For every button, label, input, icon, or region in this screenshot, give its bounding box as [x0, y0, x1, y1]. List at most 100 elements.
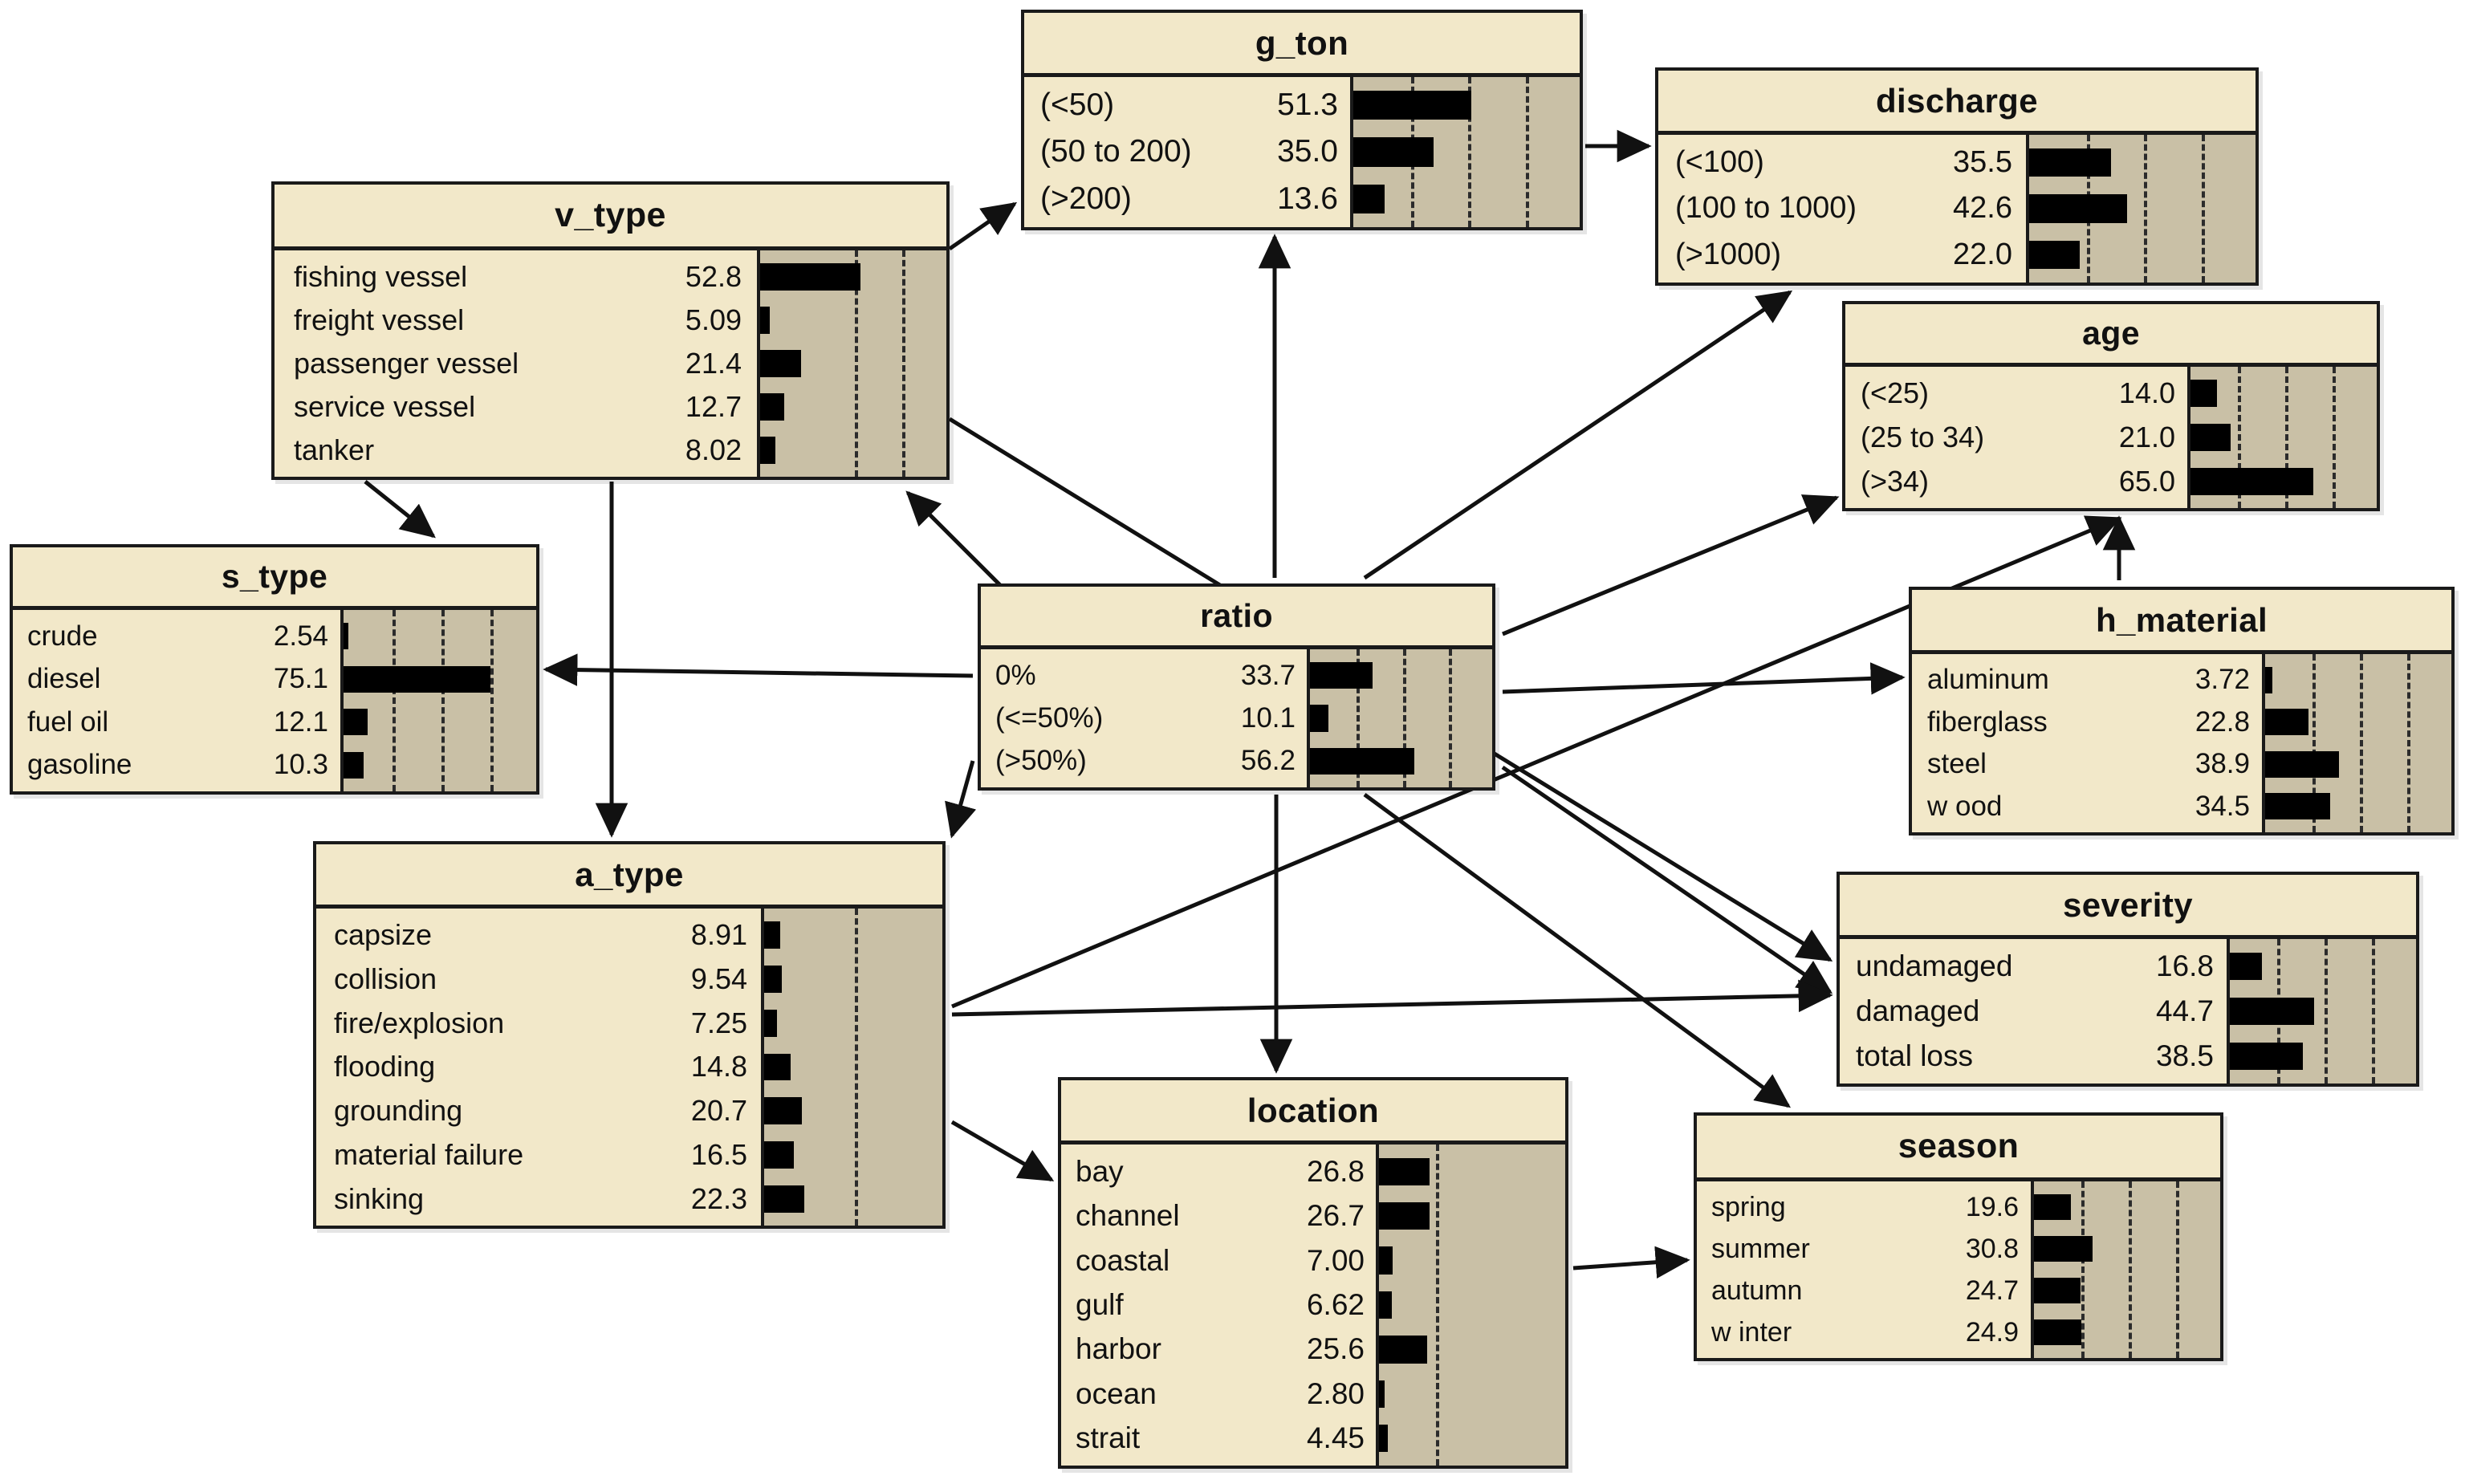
gridline	[1525, 77, 1529, 227]
state-row[interactable]: (25 to 34)21.0	[1845, 416, 2187, 460]
state-label: damaged	[1856, 994, 1980, 1027]
state-value: 8.02	[685, 433, 742, 466]
state-bar-row	[1379, 1149, 1565, 1193]
state-bar	[2029, 240, 2080, 270]
state-row[interactable]: 0%33.7	[981, 654, 1307, 697]
node-discharge[interactable]: discharge (<100)35.5(100 to 1000)42.6(>10…	[1655, 67, 2259, 286]
state-bar	[344, 709, 368, 736]
state-row[interactable]: (>1000)22.0	[1658, 232, 2026, 278]
node-age[interactable]: age(<25)14.0(25 to 34)21.0(>34)65.0	[1842, 301, 2380, 511]
state-value: 65.0	[2118, 464, 2175, 498]
state-bar	[760, 437, 775, 464]
state-value: 16.5	[690, 1137, 747, 1171]
state-value: 33.7	[1240, 659, 1296, 691]
state-bar-row	[1379, 1372, 1565, 1416]
state-bar	[760, 263, 860, 291]
state-label: material failure	[334, 1137, 524, 1171]
state-bars-discharge	[2026, 135, 2256, 283]
edge-ratio-to-discharge	[1363, 290, 1793, 580]
state-label: coastal	[1076, 1243, 1170, 1277]
state-bar-row	[2029, 185, 2256, 231]
state-label: grounding	[334, 1094, 463, 1128]
state-row[interactable]: (<=50%)10.1	[981, 697, 1307, 739]
gridline	[2372, 939, 2375, 1084]
state-row[interactable]: (100 to 1000)42.6	[1658, 185, 2026, 231]
node-title-discharge: discharge	[1658, 71, 2256, 135]
state-bars-h_material	[2262, 654, 2451, 832]
state-bar	[764, 966, 782, 994]
state-label: (>34)	[1861, 464, 1930, 498]
state-row[interactable]: (<50)51.3	[1024, 82, 1350, 128]
state-row[interactable]: material failure 16.5	[316, 1133, 761, 1177]
node-g_ton[interactable]: g_ton(<50)51.3(50 to 200)35.0(>200)13.6	[1021, 10, 1583, 230]
edge-ratio-to-s_type	[543, 653, 974, 686]
state-row[interactable]: (<25)14.0	[1845, 372, 2187, 416]
state-value: 3.72	[2195, 664, 2250, 696]
state-bar-row	[2190, 372, 2377, 416]
state-value: 34.5	[2195, 790, 2250, 822]
state-bar-row	[764, 1177, 942, 1221]
state-row[interactable]: damaged 44.7	[1840, 989, 2227, 1034]
state-value: 22.0	[1953, 237, 2012, 271]
state-value: 44.7	[2155, 994, 2214, 1027]
node-title-a_type: a_type	[316, 844, 942, 909]
state-value: 14.0	[2118, 376, 2175, 410]
state-value: 22.3	[690, 1181, 747, 1215]
state-row[interactable]: (>200)13.6	[1024, 176, 1350, 222]
state-bar	[764, 1053, 791, 1081]
state-bar-row	[760, 299, 946, 342]
state-row[interactable]: (>50%)56.2	[981, 740, 1307, 783]
edge-a_type-to-severity	[951, 979, 1833, 1017]
state-bar	[2230, 952, 2262, 981]
state-row[interactable]: (50 to 200)35.0	[1024, 128, 1350, 175]
state-row[interactable]: (<100)35.5	[1658, 140, 2026, 185]
state-bar-row	[1310, 697, 1492, 739]
state-bar	[760, 350, 801, 377]
state-label: ocean	[1076, 1376, 1157, 1410]
state-row[interactable]: (>34) 65.0	[1845, 459, 2187, 503]
